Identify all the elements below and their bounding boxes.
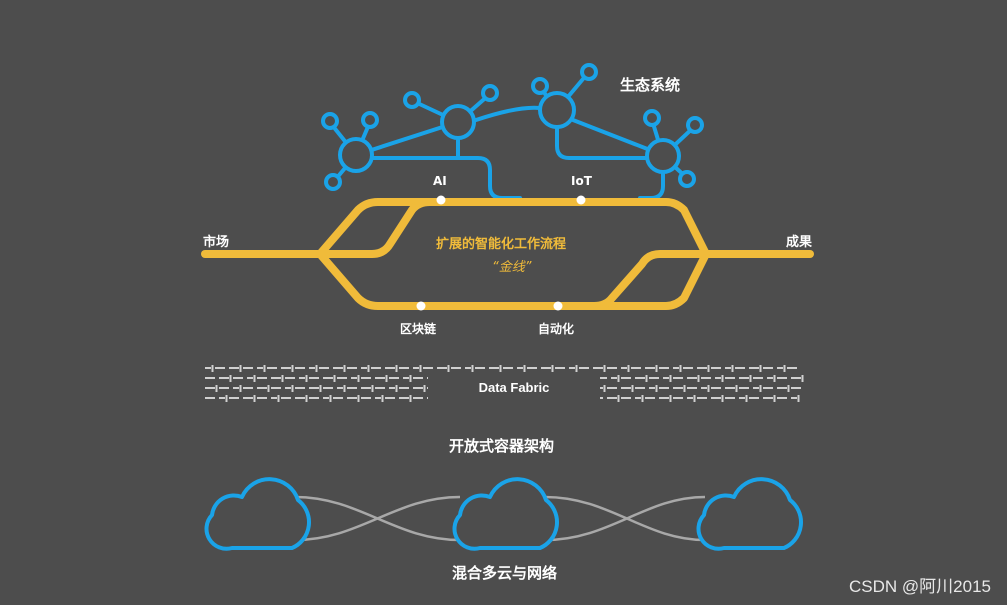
ecosystem-nodes — [321, 63, 704, 191]
marker-iot — [576, 195, 586, 205]
network-node — [686, 116, 704, 134]
label-blockchain: 区块链 — [400, 322, 437, 336]
cloud-links — [294, 495, 706, 542]
label-iot: IoT — [571, 174, 592, 188]
label-data-fabric: Data Fabric — [428, 372, 600, 402]
gold-line-inner-right — [590, 250, 710, 310]
clouds — [204, 477, 803, 551]
network-drop — [555, 126, 650, 160]
network-node — [481, 84, 499, 102]
label-automation: 自动化 — [538, 322, 575, 336]
network-node — [580, 63, 598, 81]
network-hub — [338, 137, 374, 173]
network-node — [403, 91, 421, 109]
label-market: 市场 — [203, 235, 230, 250]
cloud-middle — [452, 477, 559, 551]
label-golden-thread: “金线” — [492, 260, 532, 275]
marker-blockchain — [416, 301, 426, 311]
cloud-left — [204, 477, 311, 551]
label-workflow-title: 扩展的智能化工作流程 — [436, 237, 567, 252]
label-container-architecture: 开放式容器架构 — [449, 437, 555, 455]
label-ai: AI — [433, 174, 447, 188]
marker-ai — [436, 195, 446, 205]
network-hub — [645, 138, 681, 174]
label-outcome: 成果 — [786, 235, 813, 250]
network-hub — [538, 91, 576, 129]
gold-line-bottom — [316, 250, 710, 310]
golden-thread — [201, 198, 814, 310]
network-node — [361, 111, 379, 129]
network-link — [474, 105, 542, 122]
network-node — [324, 173, 342, 191]
watermark: CSDN @阿川2015 — [849, 577, 991, 596]
network-node — [643, 109, 661, 127]
thread-markers — [416, 195, 586, 311]
gold-line-inner-left — [316, 198, 434, 258]
gold-line-top — [316, 198, 710, 258]
label-hybrid-cloud: 混合多云与网络 — [452, 564, 558, 582]
network-hub — [440, 104, 476, 140]
network-drop-iot — [638, 172, 665, 200]
network-node — [678, 170, 696, 188]
cloud-right — [696, 477, 803, 551]
marker-automation — [553, 301, 563, 311]
network-drop-ai — [370, 156, 522, 200]
network-link — [571, 118, 652, 152]
network-node — [321, 112, 339, 130]
network-node — [531, 77, 549, 95]
cloud-link — [544, 495, 706, 542]
label-ecosystem: 生态系统 — [620, 76, 681, 94]
cloud-link — [294, 495, 461, 542]
